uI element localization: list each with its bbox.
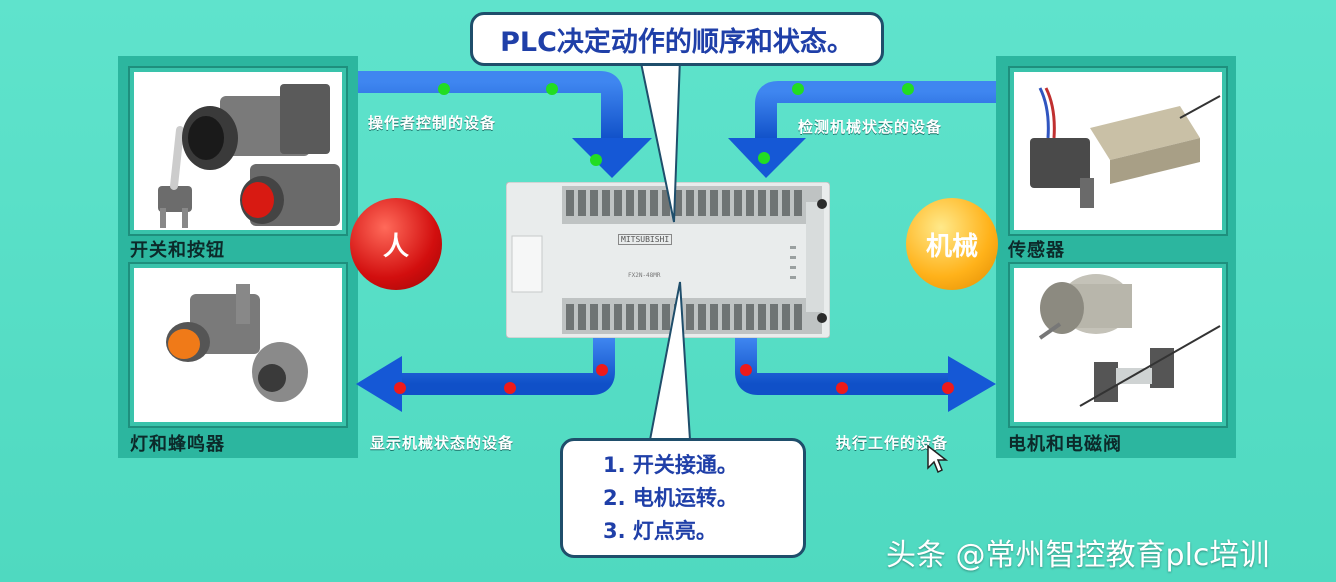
- sensor-panel-label: 传感器: [1008, 240, 1065, 261]
- execute-arrow-label: 执行工作的设备: [836, 434, 949, 452]
- sequence-step-2: 2. 电机运转。: [603, 486, 738, 510]
- sequence-step-3: 3. 灯点亮。: [603, 519, 717, 543]
- motor-valve-illustration: [1038, 274, 1221, 407]
- plc-unit: MITSUBISHI FX2N-48MR: [505, 181, 831, 339]
- sensor-panel: [1008, 66, 1228, 236]
- sequence-step-1: 1. 开关接通。: [603, 453, 738, 477]
- switch-panel-label: 开关和按钮: [130, 240, 225, 261]
- sensor-illustration: [1030, 87, 1221, 208]
- plc-model-label: FX2N-48MR: [628, 272, 661, 279]
- lamp-panel-label: 灯和蜂鸣器: [130, 434, 225, 455]
- motor-panel: [1008, 262, 1228, 428]
- detect-arrow-label: 检测机械状态的设备: [798, 118, 943, 136]
- switch-button-illustration: [158, 84, 340, 228]
- human-circle: 人: [350, 198, 442, 290]
- switch-panel: [128, 66, 348, 236]
- lamp-panel: [128, 262, 348, 428]
- lamp-buzzer-illustration: [166, 284, 308, 402]
- execute-arrow: [735, 338, 996, 412]
- mouse-cursor-icon: [927, 444, 949, 474]
- display-arrow: [356, 338, 615, 412]
- plc-decides-callout: PLC决定动作的顺序和状态。: [470, 12, 884, 66]
- plc-brand-label: MITSUBISHI: [618, 234, 673, 245]
- operator-arrow-label: 操作者控制的设备: [368, 114, 497, 132]
- motor-panel-label: 电机和电磁阀: [1008, 434, 1122, 455]
- detect-arrow: [728, 81, 996, 178]
- watermark: 头条 @常州智控教育plc培训: [886, 538, 1270, 573]
- display-arrow-label: 显示机械状态的设备: [370, 434, 515, 452]
- operator-arrow: [358, 71, 652, 178]
- sequence-callout: 1. 开关接通。 2. 电机运转。 3. 灯点亮。: [560, 438, 806, 558]
- machine-circle: 机械: [906, 198, 998, 290]
